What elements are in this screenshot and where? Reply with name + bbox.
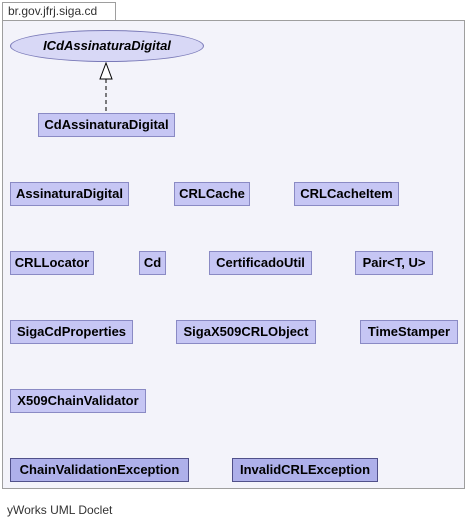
realization-arrowhead <box>99 61 113 80</box>
class-certificadoutil[interactable]: CertificadoUtil <box>209 251 312 275</box>
package-name: br.gov.jfrj.siga.cd <box>8 4 98 18</box>
class-crllocator[interactable]: CRLLocator <box>10 251 94 275</box>
class-x509chainvalidator[interactable]: X509ChainValidator <box>10 389 146 413</box>
class-cd[interactable]: Cd <box>139 251 166 275</box>
class-cdassinaturadigital[interactable]: CdAssinaturaDigital <box>38 113 175 137</box>
class-crlcache[interactable]: CRLCache <box>174 182 250 206</box>
package-tab: br.gov.jfrj.siga.cd <box>2 2 116 20</box>
class-invalidcrlexception[interactable]: InvalidCRLException <box>232 458 378 482</box>
footer-credit: yWorks UML Doclet <box>7 503 113 517</box>
class-chainvalidationexception[interactable]: ChainValidationException <box>10 458 189 482</box>
interface-icdassinaturadigital[interactable]: ICdAssinaturaDigital <box>10 30 204 62</box>
class-pair[interactable]: Pair<T, U> <box>355 251 433 275</box>
class-assinaturadigital[interactable]: AssinaturaDigital <box>10 182 129 206</box>
class-sigax509crlobject[interactable]: SigaX509CRLObject <box>176 320 316 344</box>
class-timestamper[interactable]: TimeStamper <box>360 320 458 344</box>
class-sigacdproperties[interactable]: SigaCdProperties <box>10 320 133 344</box>
class-crlcacheitem[interactable]: CRLCacheItem <box>294 182 399 206</box>
